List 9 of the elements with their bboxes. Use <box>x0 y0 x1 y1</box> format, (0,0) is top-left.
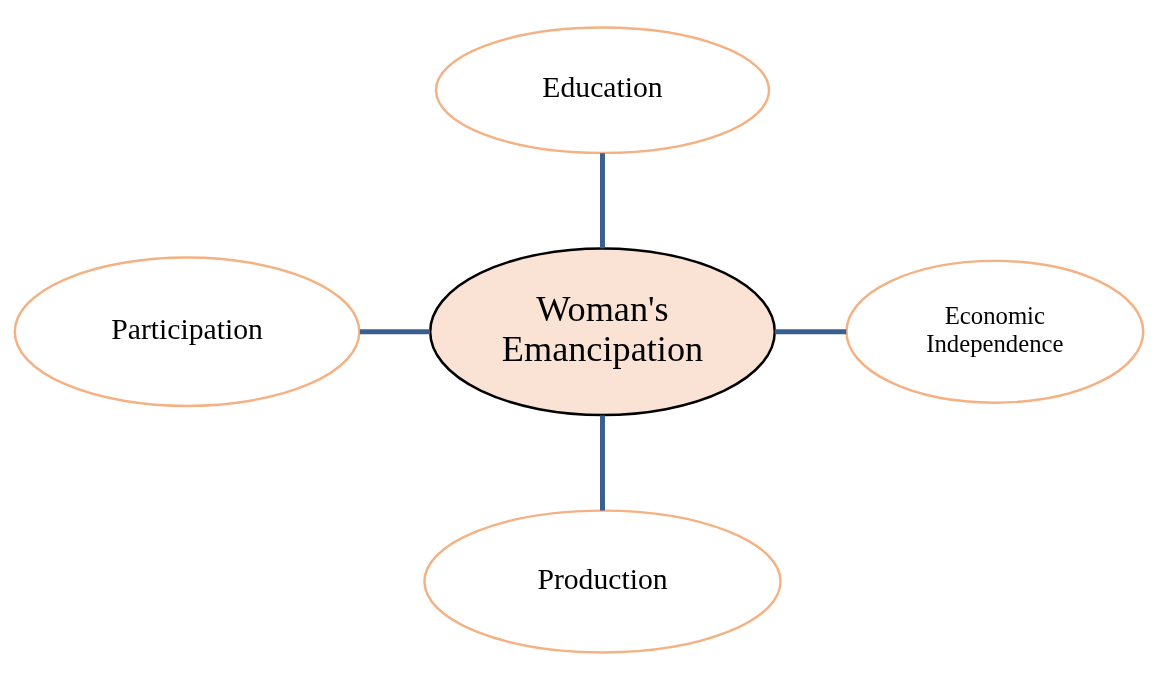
connector <box>774 329 847 335</box>
connector <box>600 153 605 249</box>
node-ellipse: Participation <box>13 256 361 408</box>
node-ellipse: Production <box>423 509 782 654</box>
node-ellipse: Woman's Emancipation <box>429 247 776 417</box>
node-ellipse: Education <box>434 26 771 155</box>
node-ellipse: Economic Independence <box>845 259 1145 404</box>
connector <box>600 415 605 511</box>
connector <box>359 329 430 335</box>
